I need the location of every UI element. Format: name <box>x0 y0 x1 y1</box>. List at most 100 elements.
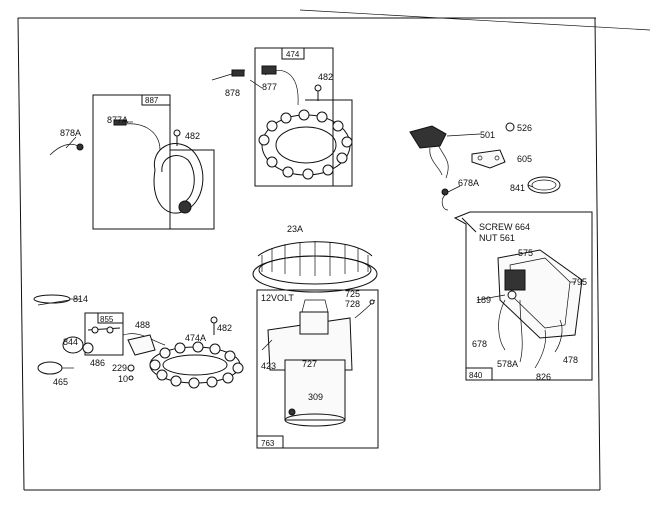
label-605: 605 <box>517 154 532 164</box>
part-10 <box>128 375 134 381</box>
label-844: 844 <box>63 337 78 347</box>
group-regulator-parts <box>409 122 561 211</box>
box-763-outline <box>256 289 379 449</box>
terminal-877 <box>261 65 277 75</box>
label-841: 841 <box>510 183 525 193</box>
bracket-488 <box>127 334 156 356</box>
label-878: 878 <box>225 88 240 98</box>
stator-474-inner <box>275 126 337 164</box>
box-887-ext <box>93 149 215 230</box>
label-423: 423 <box>261 361 276 371</box>
page-border <box>17 9 651 491</box>
label-526: 526 <box>517 123 532 133</box>
label-575: 575 <box>518 248 533 258</box>
box-855-tag <box>97 312 124 324</box>
coil-887-inner <box>161 155 195 204</box>
label-482-b: 482 <box>318 72 333 82</box>
box-840-tag <box>465 367 493 381</box>
label-855: 855 <box>100 315 114 324</box>
box-763-tag <box>256 435 284 449</box>
wire-501-b <box>437 144 449 179</box>
flywheel-fins <box>261 241 369 276</box>
label-678a: 678A <box>458 178 479 188</box>
clamp-841 <box>527 176 561 194</box>
label-678: 678 <box>472 339 487 349</box>
box-887-outline <box>92 94 171 230</box>
label-728: 728 <box>345 299 360 309</box>
label-482-c: 482 <box>217 323 232 333</box>
label-826: 826 <box>536 372 551 382</box>
label-877a: 877A <box>107 115 128 125</box>
leader-lines <box>62 79 576 369</box>
label-878a-left: 878A <box>60 128 81 138</box>
label-488: 488 <box>135 320 150 330</box>
connector-878a <box>76 143 84 151</box>
screw-482-a <box>173 129 181 137</box>
label-10: 10 <box>118 374 128 384</box>
bracket-605 <box>471 149 506 169</box>
flywheel-top <box>257 241 373 257</box>
label-nut: NUT 561 <box>479 233 515 243</box>
label-814: 814 <box>73 294 88 304</box>
connector-678a <box>441 188 449 196</box>
part-844 <box>62 336 84 354</box>
label-887: 887 <box>145 96 159 105</box>
label-501: 501 <box>480 130 495 140</box>
part-486 <box>82 342 94 354</box>
group-855 <box>33 294 244 389</box>
switch-575 <box>504 269 526 291</box>
terminal-877a <box>113 119 127 126</box>
part-229 <box>127 364 135 372</box>
label-189: 189 <box>476 295 491 305</box>
coil-887 <box>153 143 204 214</box>
label-474: 474 <box>286 50 300 59</box>
wire-501-a <box>429 147 443 176</box>
stator-474a-poles <box>149 341 244 389</box>
group-763 <box>256 289 379 449</box>
screw-482-b <box>314 84 322 92</box>
group-474 <box>211 47 353 187</box>
group-887 <box>49 94 215 230</box>
label-727: 727 <box>302 359 317 369</box>
wire-678 <box>498 299 506 351</box>
flywheel-23a <box>252 241 378 293</box>
starter-motor-309 <box>284 359 346 421</box>
label-840: 840 <box>469 371 483 380</box>
nut-526 <box>505 122 515 132</box>
label-229: 229 <box>112 363 127 373</box>
label-486: 486 <box>90 358 105 368</box>
wire-578a <box>519 299 523 363</box>
label-12volt: 12VOLT <box>261 293 294 303</box>
label-578a: 578A <box>497 359 518 369</box>
coil-887-lug <box>178 200 192 214</box>
starter-drive <box>299 311 329 335</box>
rectifier-501 <box>409 125 447 149</box>
wire-877a <box>119 123 161 151</box>
stator-474-poles <box>258 109 353 180</box>
connector-878 <box>231 69 245 77</box>
group-840 <box>453 211 593 381</box>
label-309: 309 <box>308 392 323 402</box>
label-725: 725 <box>345 289 360 299</box>
screw-423 <box>261 339 273 351</box>
part-465 <box>37 361 63 375</box>
label-23a: 23A <box>287 224 303 234</box>
wire-878a <box>49 143 79 156</box>
label-screw: SCREW 664 <box>479 222 530 232</box>
wire-478 <box>554 319 563 353</box>
box-474-tag <box>281 47 305 60</box>
wire-826 <box>534 329 546 369</box>
label-478: 478 <box>563 355 578 365</box>
box-887-tag <box>141 94 171 106</box>
label-474a: 474A <box>185 333 206 343</box>
part-labels: 878A 887 877A 482 474 877 878 482 501 52… <box>53 50 587 448</box>
part-814 <box>33 294 71 304</box>
wire-678a <box>441 194 449 211</box>
label-877: 877 <box>262 82 277 92</box>
label-795: 795 <box>572 277 587 287</box>
nut-189 <box>507 290 517 300</box>
label-763: 763 <box>261 439 275 448</box>
label-465: 465 <box>53 377 68 387</box>
label-482-a: 482 <box>185 131 200 141</box>
